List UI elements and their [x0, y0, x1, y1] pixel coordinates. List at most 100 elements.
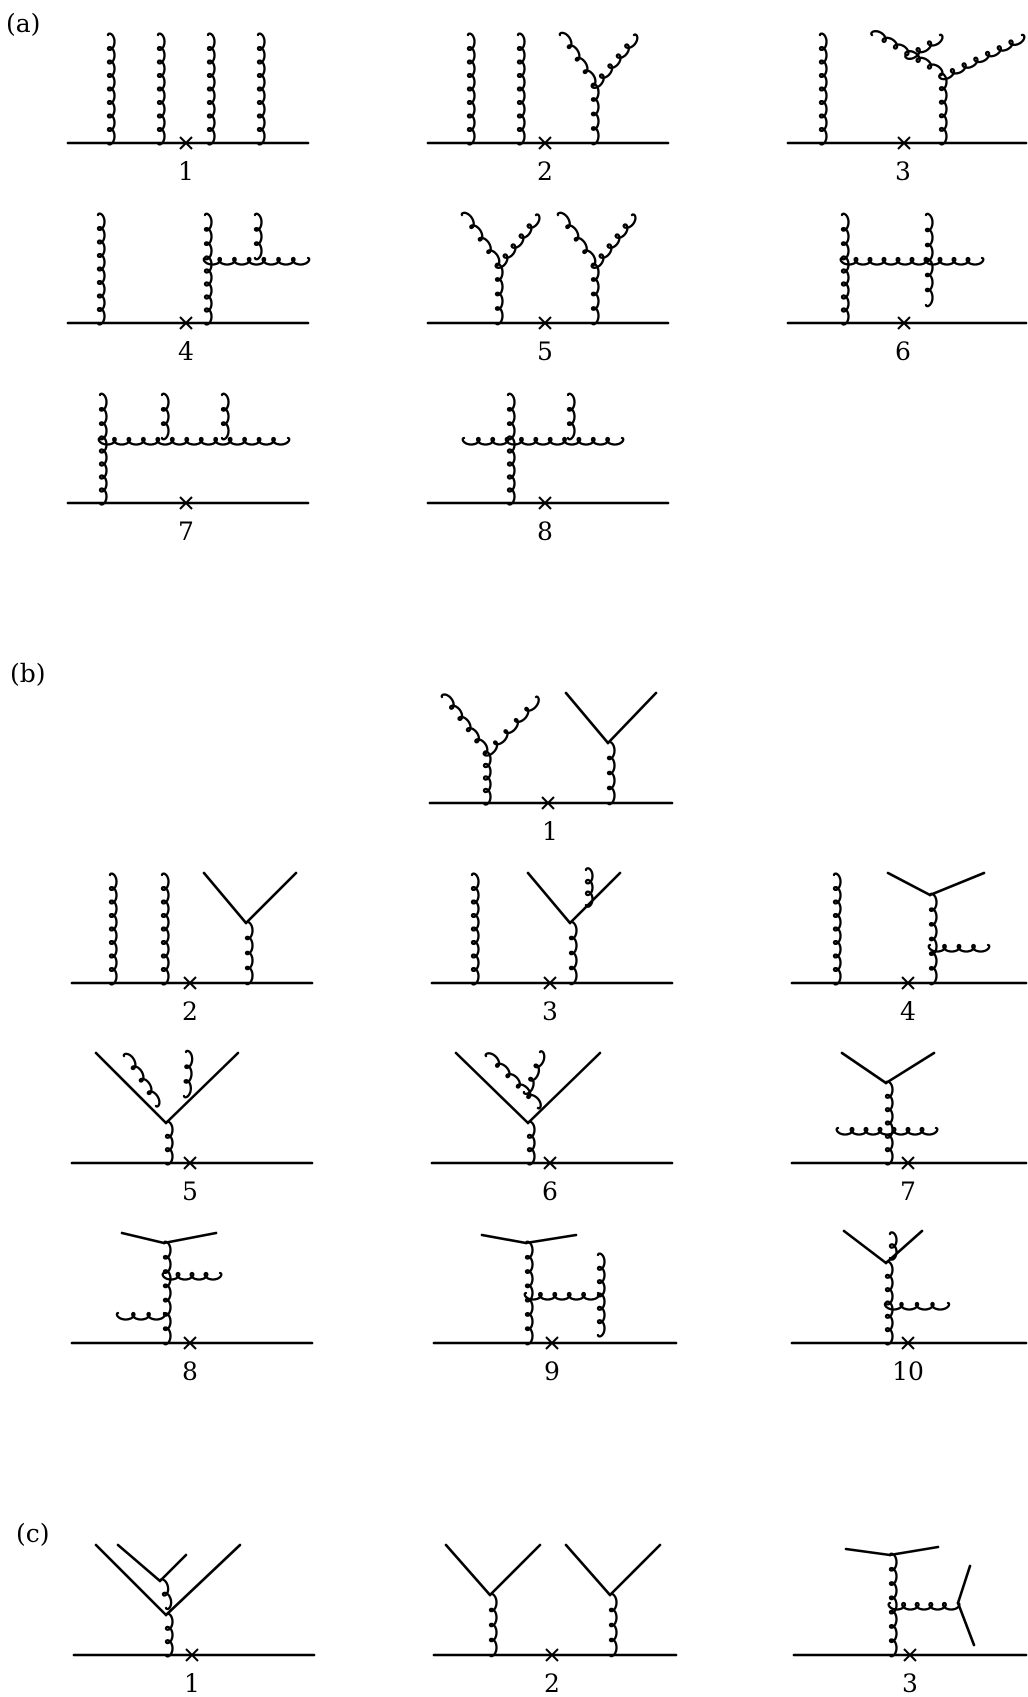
vertex-cross-marker: [541, 796, 555, 810]
gluon-line: [203, 212, 213, 261]
gluon-line: [160, 392, 170, 441]
diagram-c2: 2: [432, 1543, 678, 1697]
gluon-line: [923, 256, 985, 266]
gluon-line: [938, 33, 1026, 81]
propagator-line: [202, 871, 248, 925]
gluon-line: [524, 1240, 534, 1346]
section-label-c: (c): [16, 1519, 50, 1548]
gluon-line: [506, 392, 516, 441]
gluon-line: [164, 1120, 174, 1166]
propagator-line: [94, 1543, 168, 1617]
vertex-cross-marker: [543, 976, 557, 990]
vertex-cross-marker: [903, 1648, 917, 1662]
gluon-line: [924, 212, 934, 308]
section-label-b: (b): [10, 659, 46, 688]
propagator-line: [164, 1051, 240, 1125]
propagator-line: [844, 1547, 892, 1557]
vertex-cross-marker: [543, 1156, 557, 1170]
diagram-b4: 4: [790, 871, 1028, 1026]
gluon-line: [522, 1050, 546, 1096]
diagram-number: 2: [544, 1669, 560, 1697]
propagator-line: [888, 1545, 940, 1557]
propagator-line: [162, 1231, 218, 1245]
gluon-line: [870, 30, 944, 77]
propagator-line: [480, 1233, 528, 1245]
gluon-line: [888, 1552, 898, 1658]
diagram-b6: 6: [430, 1050, 674, 1206]
gluon-line: [256, 32, 266, 146]
vertex-cross-marker: [538, 136, 552, 150]
diagram-number: 10: [892, 1357, 924, 1386]
diagram-number: 9: [544, 1357, 560, 1386]
gluon-line: [506, 435, 516, 506]
propagator-line: [564, 691, 610, 745]
diagram-c1: 1: [72, 1543, 316, 1697]
vertex-cross-marker: [545, 1336, 559, 1350]
gluon-line: [158, 1578, 173, 1611]
gluon-line: [516, 32, 526, 146]
vertex-cross-marker: [179, 316, 193, 330]
propagator-line: [928, 871, 986, 897]
gluon-line: [494, 262, 504, 326]
gluon-line: [526, 1120, 536, 1166]
diagram-b7: 7: [790, 1051, 1028, 1206]
propagator-line: [120, 1231, 166, 1245]
diagram-a1: 1: [66, 32, 310, 186]
diagram-number: 1: [178, 157, 194, 186]
vertex-cross-marker: [901, 976, 915, 990]
diagram-b5: 5: [70, 1049, 314, 1206]
diagram-b8: 8: [70, 1231, 314, 1386]
gluon-line: [596, 1252, 606, 1338]
propagator-line: [158, 1553, 188, 1583]
gluon-line: [220, 392, 230, 441]
gluon-line: [556, 211, 597, 267]
vertex-cross-marker: [545, 1648, 559, 1662]
vertex-cross-marker: [183, 976, 197, 990]
propagator-line: [488, 1543, 542, 1597]
gluon-line: [835, 1126, 939, 1136]
propagator-line: [886, 871, 932, 897]
diagram-a4: 4: [66, 212, 311, 366]
section-label-a: (a): [6, 9, 40, 38]
propagator-line: [524, 1233, 578, 1245]
gluon-line: [927, 943, 991, 953]
gluon-line: [938, 72, 948, 146]
gluon-line: [888, 1231, 898, 1261]
gluon-line: [182, 1049, 194, 1099]
gluon-line: [202, 256, 311, 266]
gluon-line: [840, 255, 850, 326]
diagram-number: 5: [537, 337, 553, 366]
diagram-number: 2: [182, 997, 198, 1026]
propagator-line: [884, 1051, 936, 1085]
propagator-line: [564, 1543, 612, 1597]
diagram-a2: 2: [426, 31, 670, 186]
diagram-number: 8: [182, 1357, 198, 1386]
diagram-number: 3: [895, 157, 911, 186]
vertex-cross-marker: [897, 316, 911, 330]
gluon-line: [244, 920, 254, 986]
gluon-line: [98, 435, 108, 506]
diagram-b2: 2: [70, 871, 314, 1026]
diagram-a5: 5: [426, 211, 670, 366]
propagator-line: [116, 1543, 162, 1583]
gluon-line: [839, 256, 929, 266]
gluon-line: [482, 695, 540, 757]
gluon-line: [484, 1052, 542, 1110]
diagram-b1: 1: [428, 691, 674, 846]
gluon-line: [482, 750, 492, 806]
gluon-line: [523, 1291, 601, 1301]
diagram-number: 1: [184, 1669, 200, 1697]
gluon-line: [96, 212, 106, 326]
gluon-line: [590, 262, 600, 326]
gluon-line: [160, 872, 170, 986]
gluon-line: [818, 32, 828, 146]
gluon-line: [98, 392, 108, 441]
propagator-line: [526, 871, 572, 925]
gluon-line: [590, 82, 600, 146]
gluon-line: [161, 1271, 223, 1281]
gluon-line: [590, 213, 637, 269]
gluon-line: [97, 436, 291, 446]
gluon-line: [590, 33, 639, 89]
vertex-cross-marker: [901, 1156, 915, 1170]
